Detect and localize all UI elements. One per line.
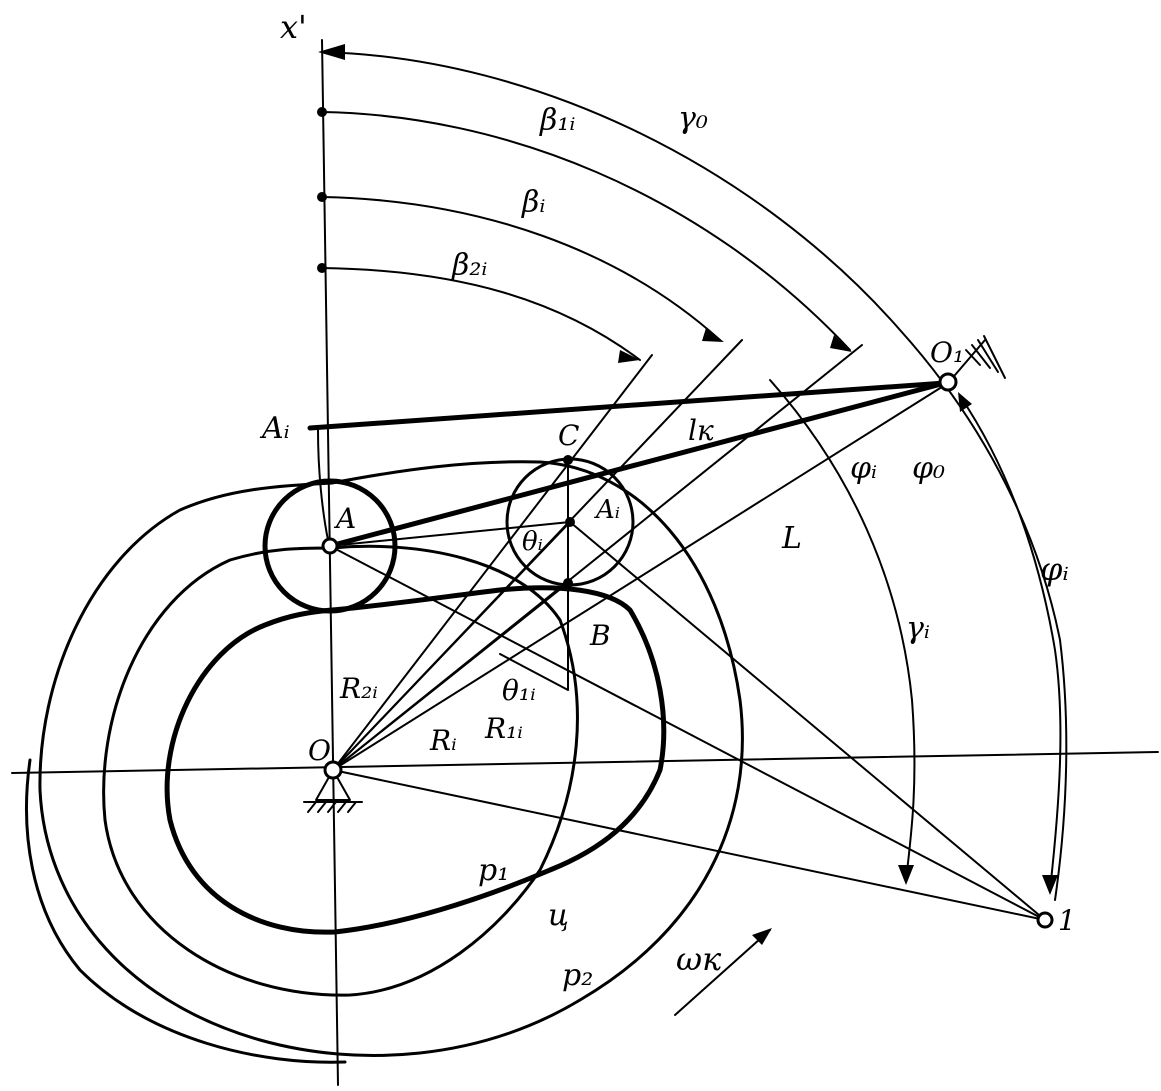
label-c: ц	[548, 898, 569, 933]
x-axis-vertical	[321, 39, 339, 1086]
arrowhead-gammai	[898, 865, 914, 885]
point-Ai-center	[565, 517, 575, 527]
label-gamma0: γ₀	[678, 101, 708, 136]
label-beta2i: β₂ᵢ	[451, 248, 487, 283]
label-R2i: R₂ᵢ	[339, 672, 378, 705]
label-O: O	[308, 734, 331, 767]
point-B	[563, 578, 573, 588]
follower-arm-Ai	[307, 380, 948, 431]
pivot-O1	[938, 372, 958, 392]
point-betai	[317, 192, 327, 202]
label-A: A	[333, 502, 356, 535]
omega-arrow	[674, 929, 771, 1016]
label-x-axis: x'	[280, 8, 307, 46]
pivot-O	[323, 760, 343, 780]
label-lk: lк	[688, 414, 714, 447]
point-beta2i	[317, 263, 327, 273]
label-theta1i: θ₁ᵢ	[502, 674, 536, 707]
point-beta1i	[317, 107, 327, 117]
pitch-curve-c	[102, 544, 579, 997]
omega-arrowhead	[752, 928, 772, 945]
pivot-A	[321, 537, 339, 555]
label-B: B	[589, 619, 611, 652]
label-thetai: θᵢ	[522, 527, 543, 557]
arc-phii-big	[959, 395, 1062, 891]
line-O-L	[332, 384, 946, 771]
line-O-1	[332, 769, 1046, 921]
arrowhead-beta1i	[830, 335, 852, 352]
arc-Ai-A	[317, 429, 329, 541]
label-phii-small: φᵢ	[850, 451, 877, 486]
label-omegak: ωк	[676, 940, 722, 978]
point-C	[563, 455, 573, 465]
arrowhead-beta2i	[618, 350, 640, 363]
arrowhead-phii-big	[1042, 875, 1058, 895]
arc-gamma0	[321, 51, 1068, 901]
label-phi0: φ₀	[912, 451, 945, 486]
line-A-to-1	[329, 545, 1046, 921]
label-Ri: Rᵢ	[429, 724, 457, 757]
line-O-beta2	[332, 354, 653, 771]
label-O1: O₁	[930, 336, 964, 369]
follower-arm-A	[327, 380, 948, 549]
arrowhead-phii-top	[958, 392, 972, 412]
label-p1: p₁	[478, 853, 509, 888]
label-betai: βᵢ	[521, 185, 545, 220]
label-beta1i: β₁ᵢ	[539, 103, 575, 138]
arc-gammai	[769, 379, 916, 881]
horizontal-axis	[11, 751, 1159, 774]
line-O-Ai	[332, 521, 571, 771]
pivot-1	[1036, 911, 1054, 929]
arc-beta2i	[321, 267, 641, 361]
label-L: L	[781, 521, 802, 556]
roller-A	[262, 478, 398, 614]
label-Ai-mid: Aᵢ	[594, 495, 620, 525]
label-one: 1	[1058, 904, 1076, 937]
arc-betai	[321, 196, 721, 341]
theta1i-tick	[499, 653, 569, 691]
ground-O1	[954, 335, 1006, 379]
label-R1i: R₁ᵢ	[484, 712, 523, 745]
ground-support-O	[303, 769, 363, 813]
label-C: C	[558, 419, 579, 452]
label-Ai-top: Aᵢ	[259, 411, 290, 446]
line-A-Ai	[329, 521, 571, 547]
label-gammai: γᵢ	[906, 611, 930, 646]
line-O-B	[332, 582, 569, 771]
line-Ai-to-1	[569, 521, 1046, 921]
label-phii-big: φᵢ	[1040, 550, 1069, 588]
outermost-profile	[25, 758, 347, 1064]
label-p2: p₂	[562, 958, 593, 993]
outer-profile-p2	[38, 460, 744, 1057]
arc-beta1i	[321, 111, 851, 351]
arrowhead-betai	[702, 328, 724, 342]
arrowhead-gamma0	[318, 44, 345, 60]
cam-profile-p1	[164, 585, 667, 935]
